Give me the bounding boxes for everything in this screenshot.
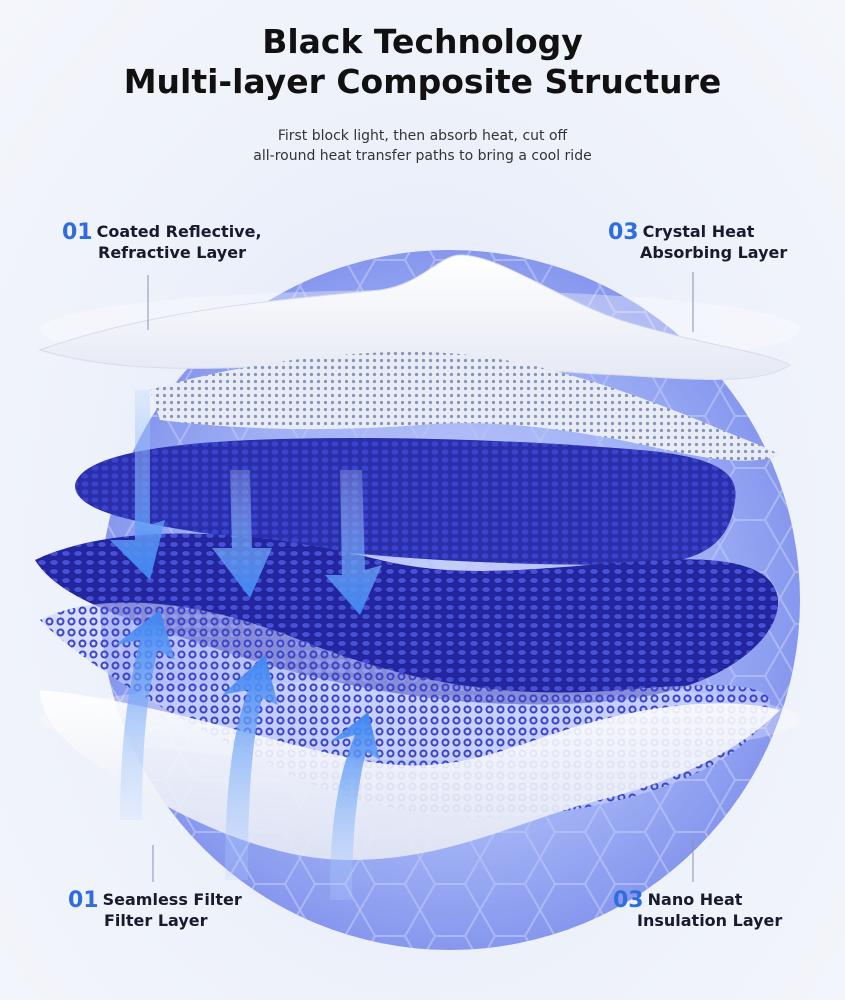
- label-line-2: Refractive Layer: [98, 243, 246, 262]
- subtitle-line-2: all-round heat transfer paths to bring a…: [253, 148, 592, 164]
- label-number: 01: [62, 220, 93, 245]
- heat-down-arrows: [110, 390, 382, 615]
- title-line-1: Black Technology: [262, 22, 583, 61]
- label-line-2: Filter Layer: [104, 911, 208, 930]
- label-line-1: Seamless Filter: [102, 890, 242, 909]
- label-line-2: Insulation Layer: [637, 911, 783, 930]
- page-title: Black Technology Multi-layer Composite S…: [0, 22, 845, 102]
- insulation-layer: [40, 690, 780, 860]
- title-line-2: Multi-layer Composite Structure: [123, 62, 722, 101]
- label-number: 01: [68, 888, 99, 913]
- page-subtitle: First block light, then absorb heat, cut…: [0, 126, 845, 166]
- label-line-1: Crystal Heat: [642, 222, 755, 241]
- label-number: 03: [608, 220, 639, 245]
- heat-up-arrows: [115, 610, 380, 900]
- label-line-1: Coated Reflective,: [96, 222, 262, 241]
- label-line-1: Nano Heat: [647, 890, 743, 909]
- subtitle-line-1: First block light, then absorb heat, cut…: [277, 128, 568, 144]
- label-number: 03: [613, 888, 644, 913]
- label-line-2: Absorbing Layer: [640, 243, 788, 262]
